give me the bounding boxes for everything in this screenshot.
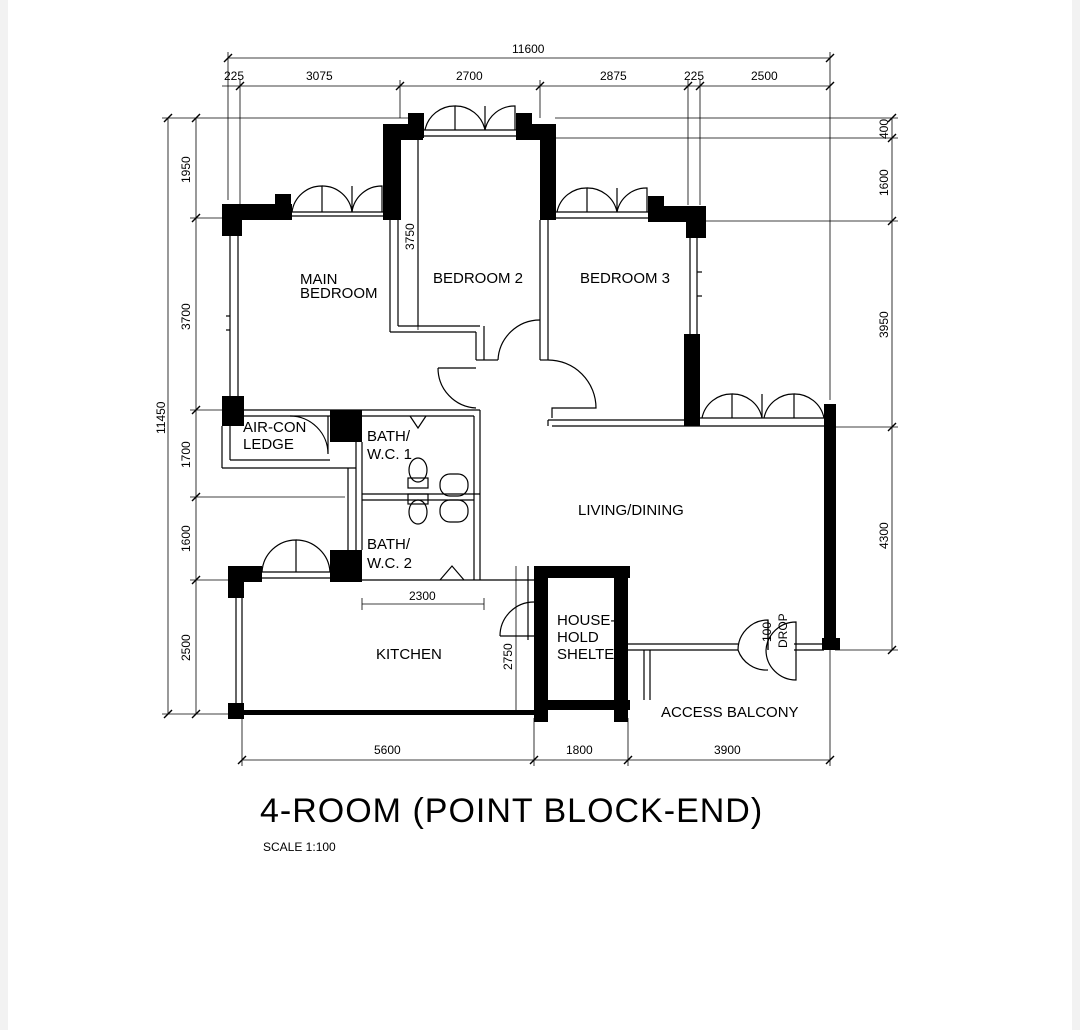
dim-left-2: 3700 [179, 303, 193, 330]
main-bedroom-label: MAIN [300, 271, 338, 288]
dim-right-2: 1600 [877, 169, 891, 196]
dim-right-4: 4300 [877, 522, 891, 549]
dimension-labels: 11600 225 3075 2700 2875 225 2500 11450 … [154, 42, 891, 757]
shelter-label: HOUSE- [557, 612, 615, 629]
dim-right-1: 400 [877, 119, 891, 139]
bedroom-3-label: BEDROOM 3 [580, 270, 670, 287]
windows [226, 105, 825, 573]
access-balcony-label: ACCESS BALCONY [661, 704, 799, 721]
dim-top-6: 2500 [751, 69, 778, 83]
bath-fixtures [407, 457, 469, 525]
partition-lines [221, 140, 824, 703]
shelter-label-3: SHELTER [557, 646, 625, 663]
dim-top-1: 225 [224, 69, 244, 83]
aircon-ledge-label: AIR-CON [243, 419, 306, 436]
dim-top-4: 2875 [600, 69, 627, 83]
dim-bottom-1: 5600 [374, 743, 401, 757]
dim-bottom-2: 1800 [566, 743, 593, 757]
dim-bedroom2-depth: 3750 [403, 223, 417, 250]
bath-1-label-2: W.C. 1 [367, 446, 412, 463]
bath-1-label: BATH/ [367, 428, 411, 445]
scale-note: SCALE 1:100 [263, 840, 336, 854]
dim-bottom-3: 3900 [714, 743, 741, 757]
main-bedroom-label-2: BEDROOM [300, 285, 378, 302]
aircon-ledge-label-2: LEDGE [243, 436, 294, 453]
dim-right-3: 3950 [877, 311, 891, 338]
dim-top-3: 2700 [456, 69, 483, 83]
drawing-sheet: MAIN BEDROOM BEDROOM 2 BEDROOM 3 AIR-CON… [8, 0, 1072, 1030]
kitchen-label: KITCHEN [376, 646, 442, 663]
dim-left-3: 1700 [179, 441, 193, 468]
doors [289, 319, 797, 681]
shelter-label-2: HOLD [557, 629, 599, 646]
dim-left-4: 1600 [179, 525, 193, 552]
dim-top-2: 3075 [306, 69, 333, 83]
dim-left-1: 1950 [179, 156, 193, 183]
room-labels: MAIN BEDROOM BEDROOM 2 BEDROOM 3 AIR-CON… [243, 270, 799, 721]
living-dining-label: LIVING/DINING [578, 502, 684, 519]
walls [222, 113, 840, 722]
dim-bath-width: 2300 [409, 589, 436, 603]
bedroom-2-label: BEDROOM 2 [433, 270, 523, 287]
dim-kitchen-depth: 2750 [501, 643, 515, 670]
plan-title: 4-ROOM (POINT BLOCK-END) [260, 792, 763, 830]
dim-top-overall: 11600 [512, 42, 545, 56]
dim-left-5: 2500 [179, 634, 193, 661]
drop-label: 100 [760, 622, 774, 642]
bath-2-label: BATH/ [367, 536, 411, 553]
drop-label-2: DROP [776, 613, 790, 648]
floor-plan-drawing: MAIN BEDROOM BEDROOM 2 BEDROOM 3 AIR-CON… [154, 42, 898, 854]
dimension-lines [162, 52, 898, 766]
bath-2-label-2: W.C. 2 [367, 555, 412, 572]
dim-top-5: 225 [684, 69, 704, 83]
dim-left-overall: 11450 [154, 401, 168, 434]
